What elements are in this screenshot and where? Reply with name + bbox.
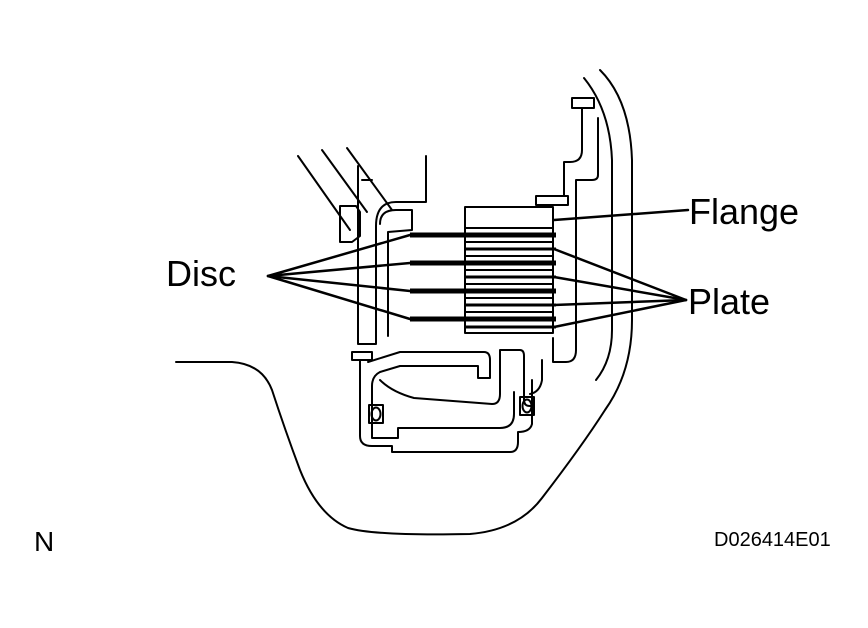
label-disc: Disc: [166, 253, 236, 294]
flange-leader: [552, 208, 690, 222]
disc-leader-4: [266, 274, 412, 321]
piston: [367, 351, 515, 439]
left-block: [339, 205, 361, 243]
plate-leader-3: [552, 298, 688, 307]
disc-leader-1: [266, 233, 412, 278]
label-plate: Plate: [688, 281, 771, 322]
label-n: N: [34, 526, 55, 557]
disc-leader-2: [266, 261, 412, 278]
label-flange: Flange: [689, 191, 800, 232]
disc-leader-3: [266, 274, 412, 293]
housing-right: [571, 97, 595, 109]
plate-leader-4: [552, 298, 688, 329]
drum-top-cap: [535, 195, 569, 206]
case-inner-line: [583, 77, 613, 381]
hub: [357, 155, 427, 345]
housing-wall: [552, 107, 599, 363]
seal-right: [519, 396, 535, 416]
plate-leader-1: [552, 247, 688, 302]
seal-left-ring: [370, 406, 382, 422]
seal-right-ring: [521, 398, 533, 414]
plate-leader-2: [552, 275, 688, 302]
seal-left: [368, 404, 384, 424]
shaft-lines: [297, 147, 393, 231]
figure-code: D026414E01: [714, 529, 831, 551]
case-outline: [175, 69, 633, 536]
piston-outer: [379, 349, 543, 407]
